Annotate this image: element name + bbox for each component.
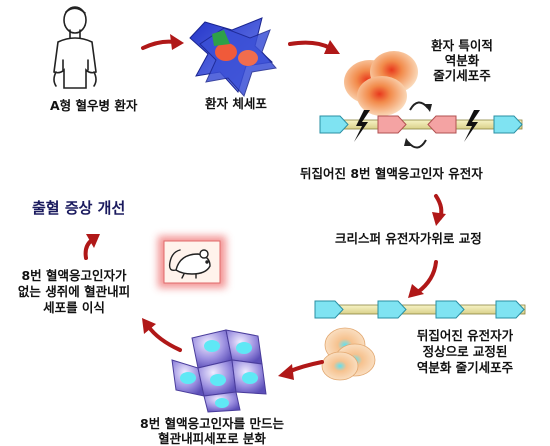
ipsc-label-3: 줄기세포주 (433, 68, 491, 83)
dna-break-icon (354, 110, 370, 142)
arrow-6 (146, 324, 182, 352)
corrected-gene-construct (314, 300, 526, 319)
inverted-gene-label: 뒤집어진 8번 혈액응고인자 유전자 (300, 166, 483, 181)
endothelial-cell-icon (171, 329, 267, 413)
arrow-3-head (432, 212, 446, 226)
corrected-label-1: 뒤집어진 유전자가 (417, 328, 514, 343)
arrow-2 (288, 40, 332, 50)
corrected-ipsc-cell-icon (321, 327, 376, 381)
inverted-gene-construct (319, 101, 523, 149)
transplant-label-2: 없는 생쥐에 혈관내피 (18, 284, 130, 299)
differentiate-label-1: 8번 혈액응고인자를 만드는 (140, 416, 284, 431)
mouse-box (158, 236, 226, 288)
ipsc-cell-icon (344, 51, 418, 116)
somatic-cell-icon (189, 17, 277, 97)
arrow-5 (286, 360, 324, 374)
arrow-5-head (278, 364, 294, 380)
person-icon (53, 6, 97, 89)
result-label: 출혈 증상 개선 (32, 199, 125, 217)
ipsc-label-2: 역분화 (445, 53, 480, 68)
arrow-2-head (324, 40, 340, 54)
arrow-4 (416, 260, 438, 294)
dna-break-icon (464, 110, 480, 142)
differentiate-label-2: 혈관내피세포로 분화 (158, 431, 266, 446)
arrow-4-head (408, 284, 424, 298)
transplant-label-3: 세포를 이식 (43, 300, 105, 315)
somatic-label: 환자 체세포 (205, 96, 267, 111)
arrow-7-head (86, 234, 100, 248)
mouse-icon (168, 249, 211, 279)
corrected-label-2: 정상으로 교정된 (423, 344, 508, 359)
arrow-1 (141, 39, 177, 50)
arrow-1-head (170, 34, 184, 50)
transplant-label-1: 8번 혈액응고인자가 (21, 268, 127, 283)
crispr-label: 크리스퍼 유전자가위로 교정 (335, 231, 482, 246)
patient-label: A형 혈우병 환자 (50, 98, 138, 113)
ipsc-label-1: 환자 특이적 (431, 38, 493, 53)
arrow-6-head (142, 318, 156, 334)
corrected-label-3: 역분화 줄기세포주 (417, 360, 514, 375)
